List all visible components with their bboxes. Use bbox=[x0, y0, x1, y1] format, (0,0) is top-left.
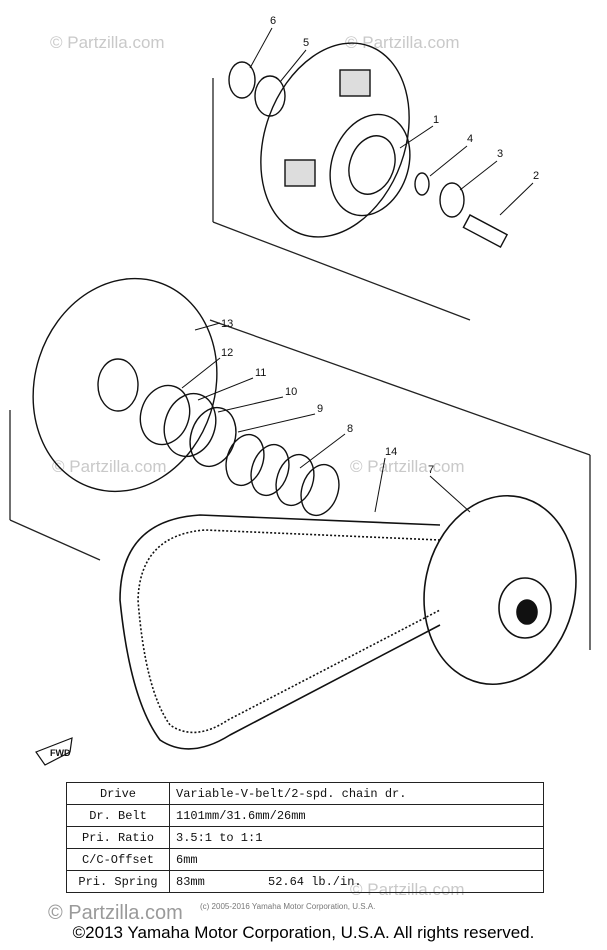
callouts: 6 5 1 4 3 2 13 12 11 10 9 8 14 7 bbox=[221, 15, 539, 476]
spec-value: 83mm 52.64 lb./in. bbox=[169, 870, 544, 893]
spec-row: Drive Variable-V-belt/2-spd. chain dr. bbox=[66, 782, 544, 805]
secondary-sheave bbox=[32, 277, 218, 493]
leader-lines bbox=[181, 27, 534, 513]
spec-label: Drive bbox=[66, 782, 170, 805]
spec-row: Pri. Ratio 3.5:1 to 1:1 bbox=[66, 826, 544, 849]
small-copyright: (c) 2005-2016 Yamaha Motor Corporation, … bbox=[200, 902, 376, 911]
spec-value-length: 83mm bbox=[176, 874, 205, 889]
callout-7: 7 bbox=[428, 464, 434, 476]
watermarks: © Partzilla.com © Partzilla.com © Partzi… bbox=[50, 33, 465, 899]
callout-14: 14 bbox=[385, 446, 397, 458]
bolt bbox=[462, 214, 509, 249]
washer bbox=[414, 172, 430, 196]
callout-10: 10 bbox=[285, 386, 297, 398]
callout-6: 6 bbox=[270, 15, 276, 27]
forward-arrow-icon: FWD bbox=[35, 737, 73, 766]
callout-13: 13 bbox=[221, 318, 233, 330]
callout-8: 8 bbox=[347, 423, 353, 435]
drive-belt bbox=[119, 514, 441, 750]
spec-value: 1101mm/31.6mm/26mm bbox=[169, 804, 544, 827]
spec-table: Drive Variable-V-belt/2-spd. chain dr. D… bbox=[66, 782, 544, 893]
svg-text:FWD: FWD bbox=[50, 748, 71, 758]
callout-9: 9 bbox=[317, 403, 323, 415]
spec-row: Pri. Spring 83mm 52.64 lb./in. bbox=[66, 870, 544, 893]
watermark: © Partzilla.com bbox=[50, 33, 165, 52]
spring bbox=[225, 433, 265, 487]
spec-value: Variable-V-belt/2-spd. chain dr. bbox=[169, 782, 544, 805]
clip bbox=[228, 61, 256, 99]
spec-row: C/C-Offset 6mm bbox=[66, 848, 544, 871]
spec-value: 3.5:1 to 1:1 bbox=[169, 826, 544, 849]
watermark: © Partzilla.com bbox=[345, 33, 460, 52]
watermark: © Partzilla.com bbox=[52, 457, 167, 476]
spec-row: Dr. Belt 1101mm/31.6mm/26mm bbox=[66, 804, 544, 827]
drive-belt-assembly bbox=[119, 494, 577, 750]
frame-lines bbox=[9, 78, 591, 650]
watermark: © Partzilla.com bbox=[350, 457, 465, 476]
primary-sheave-assembly bbox=[228, 42, 509, 249]
secondary-sheave-assembly bbox=[32, 277, 340, 517]
callout-5: 5 bbox=[303, 37, 309, 49]
spec-label: Pri. Ratio bbox=[66, 826, 170, 849]
callout-12: 12 bbox=[221, 347, 233, 359]
callout-1: 1 bbox=[433, 114, 439, 126]
spec-label: Pri. Spring bbox=[66, 870, 170, 893]
driven-pulley bbox=[423, 494, 577, 686]
callout-11: 11 bbox=[255, 367, 266, 379]
plate bbox=[439, 182, 465, 218]
spec-label: C/C-Offset bbox=[66, 848, 170, 871]
circlip bbox=[254, 75, 286, 117]
spec-value-rate: 52.64 lb./in. bbox=[268, 874, 362, 889]
watermark-bottom: © Partzilla.com bbox=[48, 902, 183, 924]
spec-label: Dr. Belt bbox=[66, 804, 170, 827]
callout-2: 2 bbox=[533, 170, 539, 182]
spec-value: 6mm bbox=[169, 848, 544, 871]
callout-3: 3 bbox=[497, 148, 503, 160]
primary-sheave bbox=[260, 42, 410, 238]
callout-4: 4 bbox=[467, 133, 473, 145]
copyright-footer: ©2013 Yamaha Motor Corporation, U.S.A. A… bbox=[72, 923, 535, 942]
